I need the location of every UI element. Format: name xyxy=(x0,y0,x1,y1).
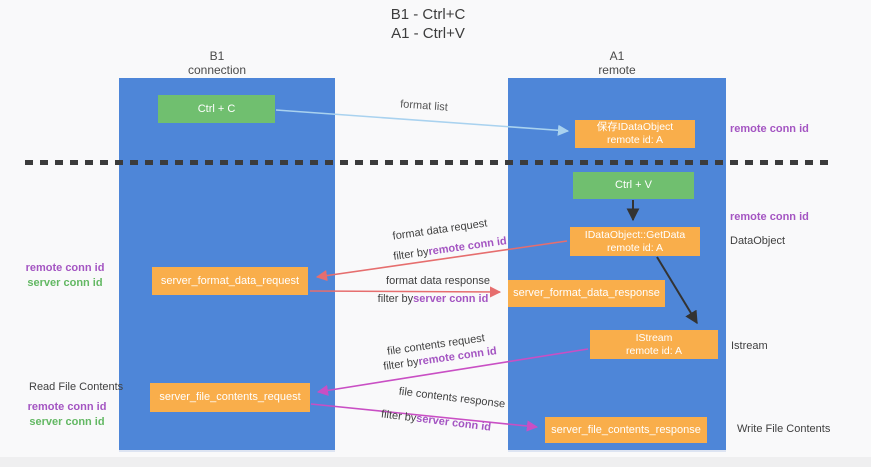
edge-label-format-data-response-filter: filter by server conn id xyxy=(368,293,498,305)
edge-label-file-contents-response: file contents response xyxy=(392,385,513,412)
node-server-file-contents-request: server_file_contents_request xyxy=(150,383,310,412)
edge-label-format-data-response: format data response xyxy=(378,275,498,287)
edge-label-format-list: format list xyxy=(374,97,475,116)
label-write-file-contents: Write File Contents xyxy=(737,423,831,435)
label-read-file-contents: Read File Contents xyxy=(29,381,124,393)
filter-by-text: filter by xyxy=(380,408,418,425)
node-istream: IStream remote id: A xyxy=(590,330,718,359)
edge-label-file-contents-response-filter: filter by server conn id xyxy=(371,407,501,435)
diagram-title: B1 - Ctrl+C A1 - Ctrl+V xyxy=(358,5,498,43)
node-sfd-request-label: server_format_data_request xyxy=(160,274,300,287)
bottom-edge-strip xyxy=(0,457,871,467)
node-idataobject-getdata: IDataObject::GetData remote id: A xyxy=(570,227,700,256)
node-getdata-line1: IDataObject::GetData xyxy=(584,228,686,241)
server-conn-id-text: server conn id xyxy=(415,412,492,434)
node-server-format-data-response: server_format_data_response xyxy=(508,280,665,307)
label-remote-conn-id-bottom-left: remote conn id xyxy=(27,401,107,413)
lane-a1-name: A1 xyxy=(609,49,625,63)
node-save-idataobject-line1: 保存IDataObject xyxy=(596,121,674,133)
lane-b1-role: connection xyxy=(187,63,247,77)
phase-separator-dashed-line xyxy=(25,160,833,165)
filter-by-text: filter by xyxy=(382,356,420,373)
lane-a1-role: remote xyxy=(598,63,636,77)
label-remote-conn-id-top-right: remote conn id xyxy=(730,123,809,135)
node-ctrl-c: Ctrl + C xyxy=(158,95,275,123)
node-sfd-response-label: server_format_data_response xyxy=(513,287,660,299)
label-remote-conn-id-mid-left: remote conn id xyxy=(25,262,105,274)
node-ctrl-c-label: Ctrl + C xyxy=(197,102,236,115)
label-remote-conn-id-mid-right: remote conn id xyxy=(730,211,809,223)
node-getdata-line2: remote id: A xyxy=(606,241,664,254)
remote-conn-id-text: remote conn id xyxy=(427,235,508,258)
file-contents-response-text: file contents response xyxy=(398,385,506,411)
title-line-2: A1 - Ctrl+V xyxy=(391,25,465,42)
node-sfc-response-label: server_file_contents_response xyxy=(551,423,701,436)
node-save-idataobject: 保存IDataObject remote id: A xyxy=(575,120,695,148)
format-data-response-text: format data response xyxy=(386,275,490,287)
filter-by-text: filter by xyxy=(377,293,414,305)
lane-b1-name: B1 xyxy=(209,49,225,63)
node-ctrl-v: Ctrl + V xyxy=(573,172,694,199)
lane-header-b1: B1 connection xyxy=(167,49,267,77)
lane-header-a1: A1 remote xyxy=(567,49,667,77)
node-istream-line1: IStream xyxy=(635,331,673,344)
filter-by-text: filter by xyxy=(392,246,430,263)
label-dataobject: DataObject xyxy=(730,235,786,247)
node-istream-line2: remote id: A xyxy=(625,344,683,357)
node-sfc-request-label: server_file_contents_request xyxy=(159,391,301,403)
label-server-conn-id-bottom-left: server conn id xyxy=(29,416,105,428)
label-server-conn-id-mid-left: server conn id xyxy=(27,277,103,289)
arrow-format-data-response xyxy=(309,286,502,298)
node-save-idataobject-line2: remote id: A xyxy=(606,134,664,146)
server-conn-id-text: server conn id xyxy=(413,293,489,305)
node-server-format-data-request: server_format_data_request xyxy=(152,267,308,295)
node-server-file-contents-response: server_file_contents_response xyxy=(545,417,707,443)
label-istream: Istream xyxy=(731,340,768,352)
format-list-text: format list xyxy=(399,98,449,114)
title-line-1: B1 - Ctrl+C xyxy=(390,6,466,23)
node-ctrl-v-label: Ctrl + V xyxy=(615,179,652,191)
